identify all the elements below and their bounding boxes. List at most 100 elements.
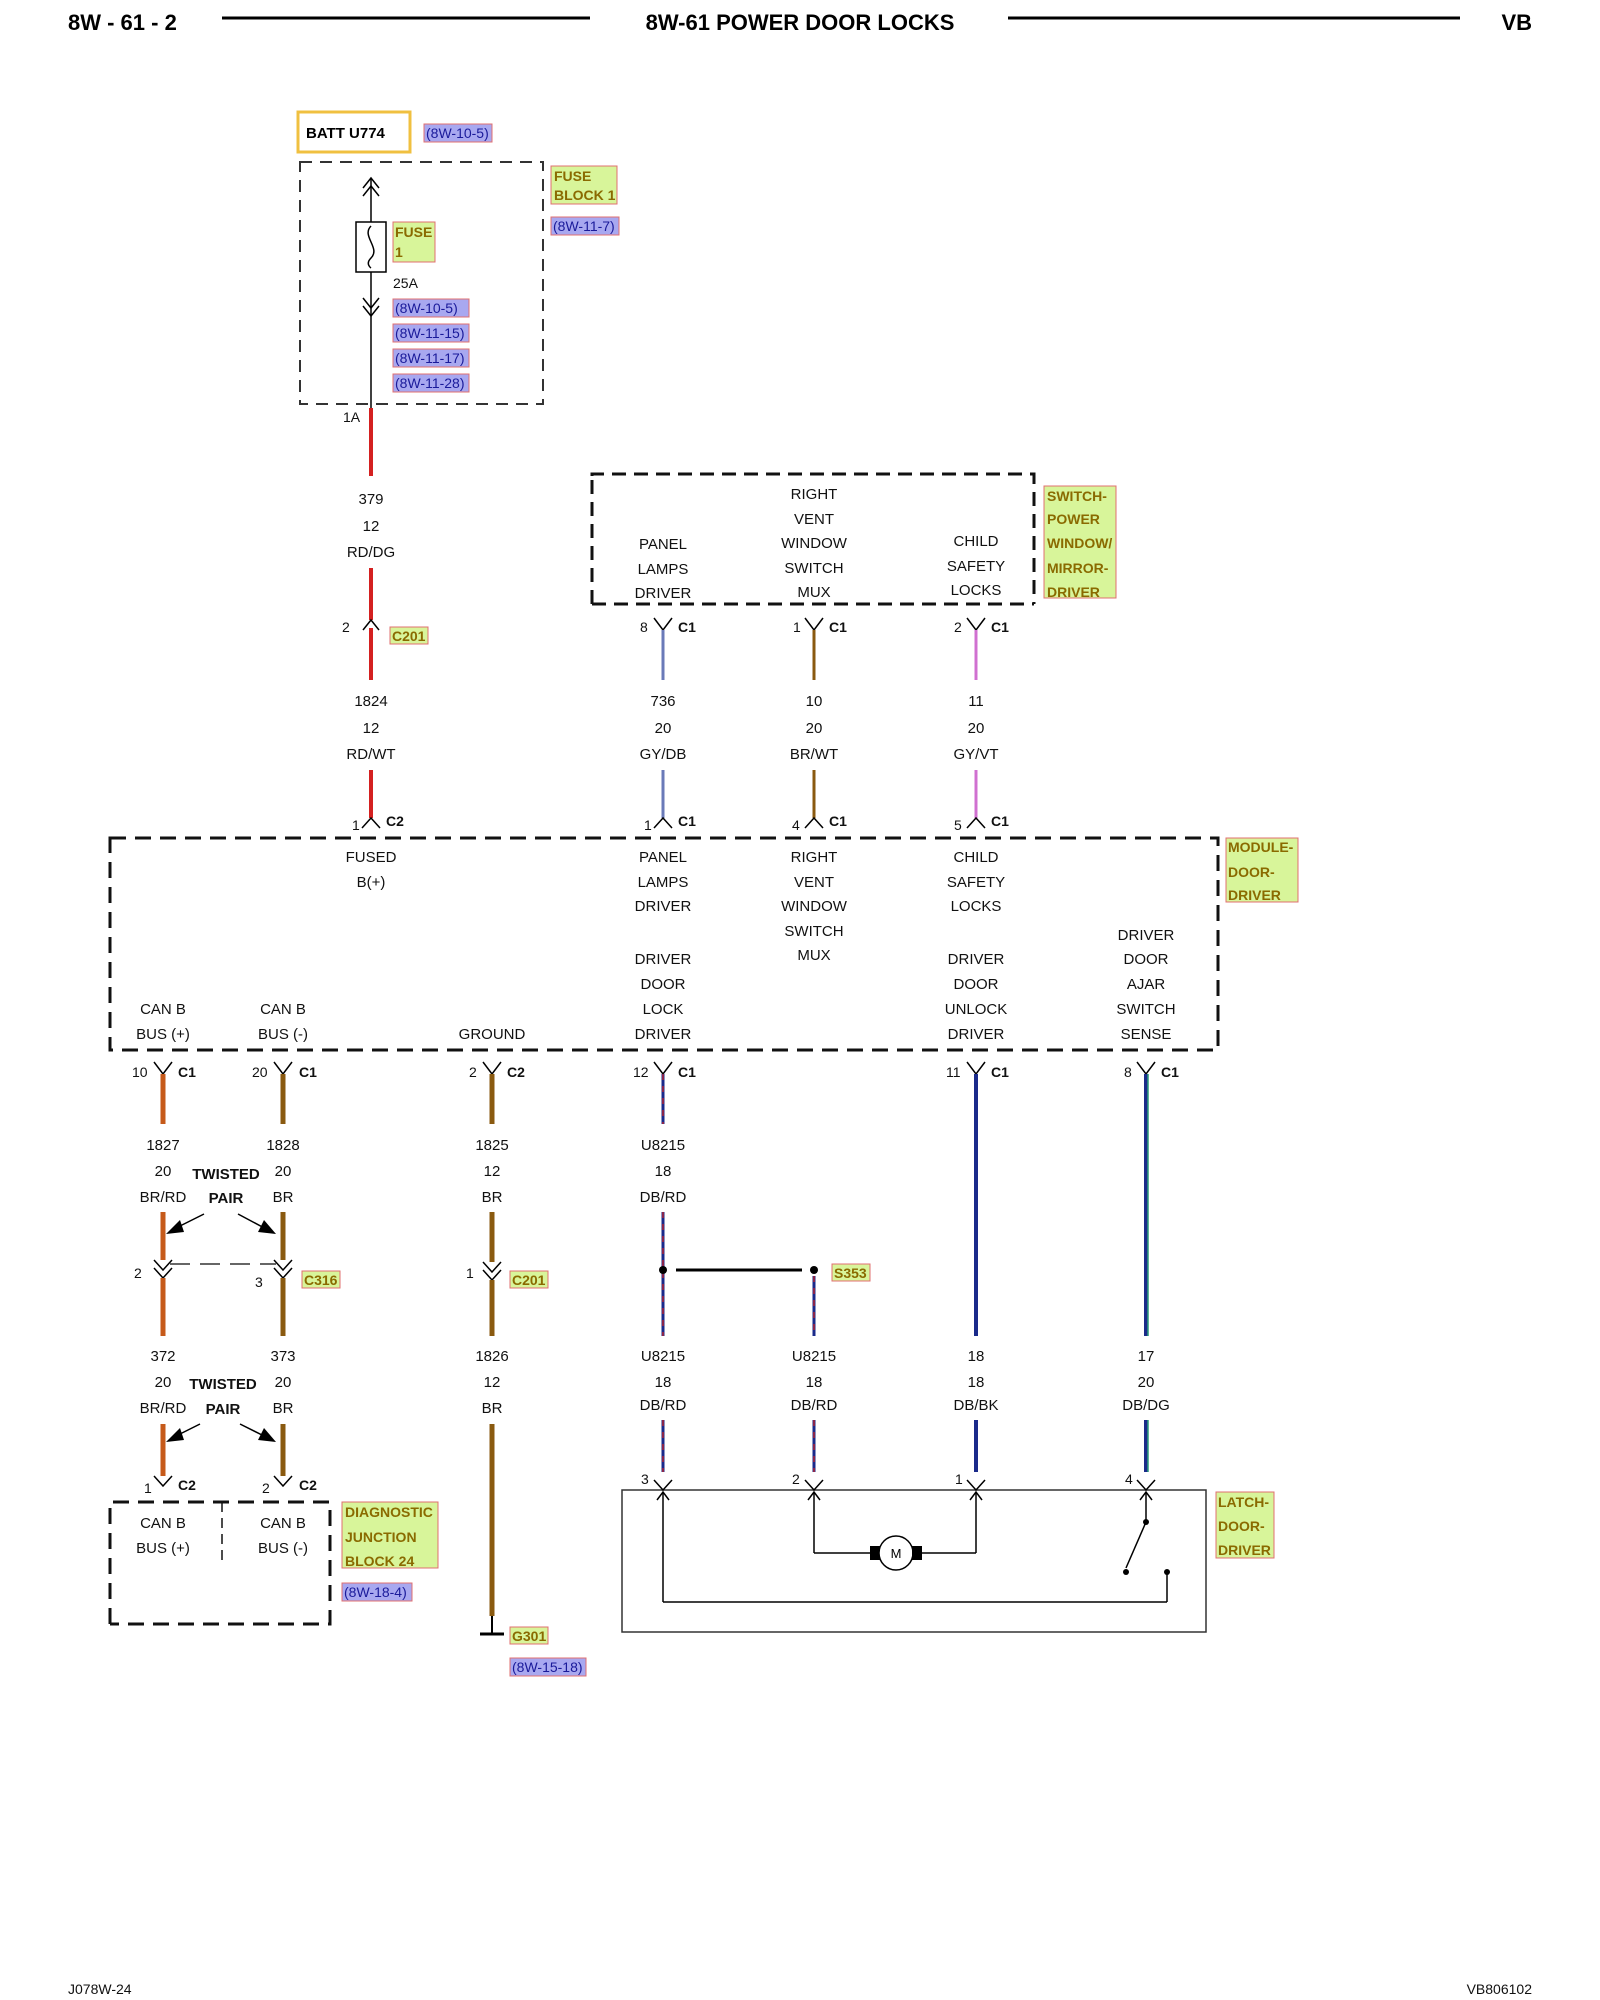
svg-text:DRIVER: DRIVER bbox=[1047, 584, 1100, 600]
svg-text:CAN B: CAN B bbox=[260, 1001, 306, 1018]
fuse-ref[interactable]: (8W-11-17) bbox=[395, 350, 465, 366]
svg-text:DB/DG: DB/DG bbox=[1122, 1397, 1170, 1414]
svg-text:CAN B: CAN B bbox=[140, 1515, 186, 1532]
svg-text:11: 11 bbox=[946, 1064, 961, 1080]
svg-text:BUS (-): BUS (-) bbox=[258, 1026, 308, 1043]
svg-text:4: 4 bbox=[792, 817, 800, 833]
svg-text:U8215: U8215 bbox=[641, 1348, 685, 1365]
svg-text:MUX: MUX bbox=[797, 584, 830, 601]
svg-text:1826: 1826 bbox=[475, 1348, 508, 1365]
svg-text:PAIR: PAIR bbox=[206, 1401, 241, 1418]
page-number: 8W - 61 - 2 bbox=[68, 10, 177, 35]
fuse-icon bbox=[355, 221, 387, 273]
svg-text:DOOR-: DOOR- bbox=[1228, 864, 1275, 880]
svg-text:20: 20 bbox=[252, 1064, 268, 1080]
bottom-wire-labels: 372 20 BR/RD 373 20 BR TWISTED PAIR 1826… bbox=[140, 1348, 1170, 1616]
fuse-block-ref[interactable]: (8W-11-7) bbox=[553, 218, 615, 234]
svg-text:C1: C1 bbox=[1161, 1064, 1179, 1080]
svg-text:C1: C1 bbox=[678, 1064, 696, 1080]
mid-wire-labels: 1824 12 RD/WT 736 20 GY/DB 10 20 BR/WT 1… bbox=[346, 693, 999, 818]
battery-ref[interactable]: (8W-10-5) bbox=[426, 125, 489, 141]
svg-text:1: 1 bbox=[793, 619, 801, 635]
vehicle-code: VB bbox=[1501, 10, 1532, 35]
fuse-pin: 1A bbox=[343, 409, 361, 425]
svg-text:JUNCTION: JUNCTION bbox=[345, 1529, 417, 1545]
svg-text:BUS (+): BUS (+) bbox=[136, 1026, 190, 1043]
svg-text:18: 18 bbox=[968, 1348, 985, 1365]
svg-text:DRIVER: DRIVER bbox=[1118, 927, 1175, 944]
svg-text:VENT: VENT bbox=[794, 511, 834, 528]
svg-text:DRIVER: DRIVER bbox=[635, 1026, 692, 1043]
svg-text:BUS (-): BUS (-) bbox=[258, 1540, 308, 1557]
svg-text:LOCK: LOCK bbox=[643, 1001, 684, 1018]
svg-text:FUSED: FUSED bbox=[346, 849, 397, 866]
svg-text:C1: C1 bbox=[299, 1064, 317, 1080]
footer-left: J078W-24 bbox=[68, 1981, 132, 1997]
svg-text:SAFETY: SAFETY bbox=[947, 874, 1005, 891]
g301-ref[interactable]: (8W-15-18) bbox=[512, 1659, 583, 1675]
fuse-rating: 25A bbox=[393, 275, 419, 291]
svg-text:12: 12 bbox=[363, 518, 380, 535]
battery-label: BATT U774 bbox=[306, 125, 386, 142]
svg-text:POWER: POWER bbox=[1047, 511, 1100, 527]
svg-text:C1: C1 bbox=[829, 813, 847, 829]
svg-text:20: 20 bbox=[968, 720, 985, 737]
module-tag: MODULE- bbox=[1228, 839, 1294, 855]
svg-text:1: 1 bbox=[466, 1265, 474, 1281]
page-footer: J078W-24 VB806102 bbox=[68, 1981, 1532, 1997]
svg-text:CAN B: CAN B bbox=[140, 1001, 186, 1018]
svg-text:C1: C1 bbox=[678, 619, 696, 635]
svg-text:DOOR: DOOR bbox=[641, 976, 686, 993]
svg-text:12: 12 bbox=[633, 1064, 649, 1080]
svg-text:20: 20 bbox=[275, 1374, 292, 1391]
switch-tag: SWITCH- bbox=[1047, 488, 1107, 504]
svg-text:11: 11 bbox=[968, 693, 984, 710]
svg-text:DRIVER: DRIVER bbox=[635, 585, 692, 602]
svg-text:CAN B: CAN B bbox=[260, 1515, 306, 1532]
diagnostic-junction-block: 1 C2 2 C2 CAN B BUS (+) CAN B BUS (-) DI… bbox=[108, 1475, 439, 1626]
svg-text:TWISTED: TWISTED bbox=[192, 1166, 260, 1183]
ajar-switch-icon bbox=[1125, 1521, 1147, 1569]
fuse-ref[interactable]: (8W-11-28) bbox=[395, 375, 465, 391]
svg-text:1824: 1824 bbox=[354, 693, 387, 710]
svg-text:MUX: MUX bbox=[797, 947, 830, 964]
svg-text:372: 372 bbox=[150, 1348, 175, 1365]
svg-text:RIGHT: RIGHT bbox=[791, 486, 838, 503]
g301-tag: G301 bbox=[512, 1628, 546, 1644]
svg-text:20: 20 bbox=[155, 1374, 172, 1391]
svg-text:373: 373 bbox=[270, 1348, 295, 1365]
svg-text:736: 736 bbox=[650, 693, 675, 710]
fuse-ref[interactable]: (8W-10-5) bbox=[395, 300, 458, 316]
svg-text:WINDOW: WINDOW bbox=[781, 898, 848, 915]
svg-text:BR/RD: BR/RD bbox=[140, 1400, 187, 1417]
c201-top-tag: C201 bbox=[392, 628, 426, 644]
svg-text:BLOCK 1: BLOCK 1 bbox=[554, 187, 616, 203]
svg-text:8: 8 bbox=[640, 619, 648, 635]
svg-text:C1: C1 bbox=[991, 813, 1009, 829]
svg-text:4: 4 bbox=[1125, 1471, 1133, 1487]
svg-text:18: 18 bbox=[655, 1374, 672, 1391]
svg-text:18: 18 bbox=[806, 1374, 823, 1391]
svg-text:2: 2 bbox=[134, 1265, 142, 1281]
fuse-ref[interactable]: (8W-11-15) bbox=[395, 325, 465, 341]
svg-text:1: 1 bbox=[352, 817, 360, 833]
footer-right: VB806102 bbox=[1467, 1981, 1533, 1997]
svg-text:20: 20 bbox=[655, 720, 672, 737]
svg-text:BR: BR bbox=[482, 1400, 503, 1417]
svg-text:12: 12 bbox=[363, 720, 380, 737]
svg-text:20: 20 bbox=[155, 1163, 172, 1180]
svg-text:DB/RD: DB/RD bbox=[640, 1397, 687, 1414]
svg-text:2: 2 bbox=[954, 619, 962, 635]
svg-text:BLOCK 24: BLOCK 24 bbox=[345, 1553, 414, 1569]
svg-text:AJAR: AJAR bbox=[1127, 976, 1166, 993]
svg-text:DRIVER: DRIVER bbox=[1218, 1542, 1271, 1558]
svg-text:20: 20 bbox=[275, 1163, 292, 1180]
svg-text:1827: 1827 bbox=[146, 1137, 179, 1154]
svg-text:C1: C1 bbox=[991, 619, 1009, 635]
svg-text:20: 20 bbox=[806, 720, 823, 737]
svg-text:C2: C2 bbox=[507, 1064, 525, 1080]
svg-text:RD/DG: RD/DG bbox=[347, 544, 395, 561]
djb-ref[interactable]: (8W-18-4) bbox=[344, 1584, 407, 1600]
s353-tag: S353 bbox=[834, 1265, 867, 1281]
svg-text:DB/RD: DB/RD bbox=[640, 1189, 687, 1206]
